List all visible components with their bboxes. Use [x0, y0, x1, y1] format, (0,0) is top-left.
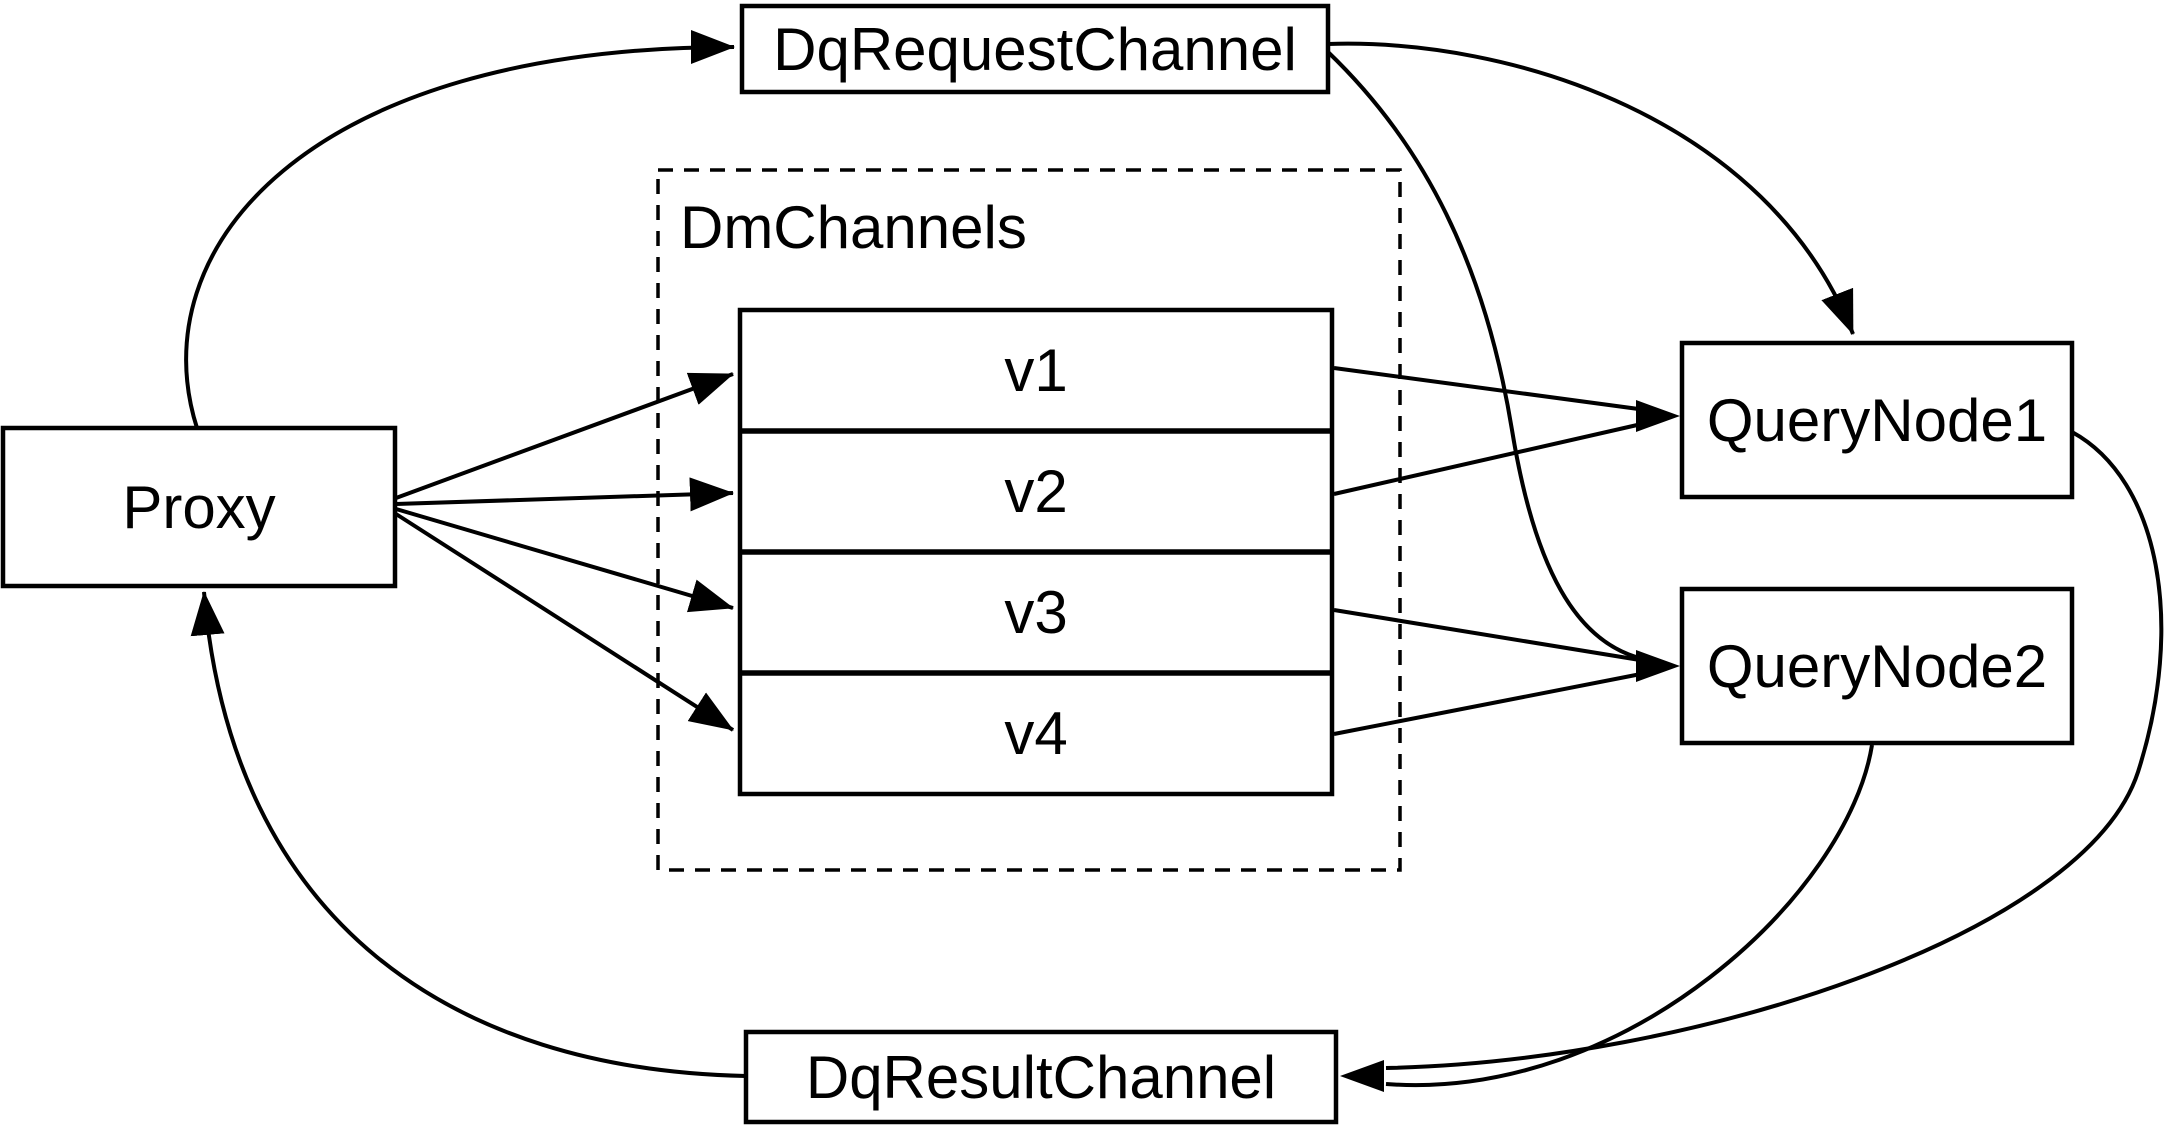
edge-proxy-to-v2 [395, 477, 734, 512]
edge-proxy-to-v1 [395, 372, 734, 500]
dqrequestchannel-box [739, 3, 1331, 95]
dqrequestchannel-label: DqRequestChannel [773, 16, 1297, 83]
dmchannels-label: DmChannels [680, 194, 1027, 261]
proxy-label: Proxy [122, 474, 275, 541]
querynode1-box [1679, 340, 2075, 500]
dqresultchannel-label: DqResultChannel [806, 1044, 1276, 1111]
edge-v2-to-querynode1 [1333, 421, 1647, 496]
arrowhead-querynode1-left [1636, 400, 1680, 432]
channel-v4-label: v4 [1004, 700, 1067, 767]
arrowhead-dqresultchannel-right [1340, 1060, 1384, 1092]
channel-v1-label: v1 [1004, 337, 1067, 404]
querynode2-box [1679, 586, 2075, 746]
edge-dqresultchannel-to-proxy [190, 591, 747, 1078]
channel-v3-label: v3 [1004, 579, 1067, 646]
channel-v2-label: v2 [1004, 458, 1067, 525]
edge-v3-to-querynode2 [1333, 608, 1647, 663]
edge-dqrequestchannel-to-querynode2 [1326, 50, 1649, 662]
edge-proxy-to-v3 [395, 507, 734, 613]
edge-dqrequestchannel-to-querynode1 [1327, 41, 1855, 335]
dqresultchannel-box [743, 1029, 1339, 1125]
arrowhead-querynode2-left [1636, 650, 1680, 682]
proxy-box [0, 425, 398, 589]
querynode1-label: QueryNode1 [1707, 387, 2047, 454]
edge-querynode1-to-dqresultchannel [1385, 430, 2164, 1070]
edge-v4-to-querynode2 [1333, 671, 1647, 736]
edge-querynode2-to-dqresultchannel [1385, 744, 1874, 1088]
edge-proxy-to-dqrequestchannel [184, 30, 735, 429]
dmchannels-group-box [656, 168, 1402, 872]
edge-proxy-to-v4 [394, 512, 735, 732]
querynode2-label: QueryNode2 [1707, 633, 2047, 700]
edge-v1-to-querynode1 [1333, 366, 1647, 412]
